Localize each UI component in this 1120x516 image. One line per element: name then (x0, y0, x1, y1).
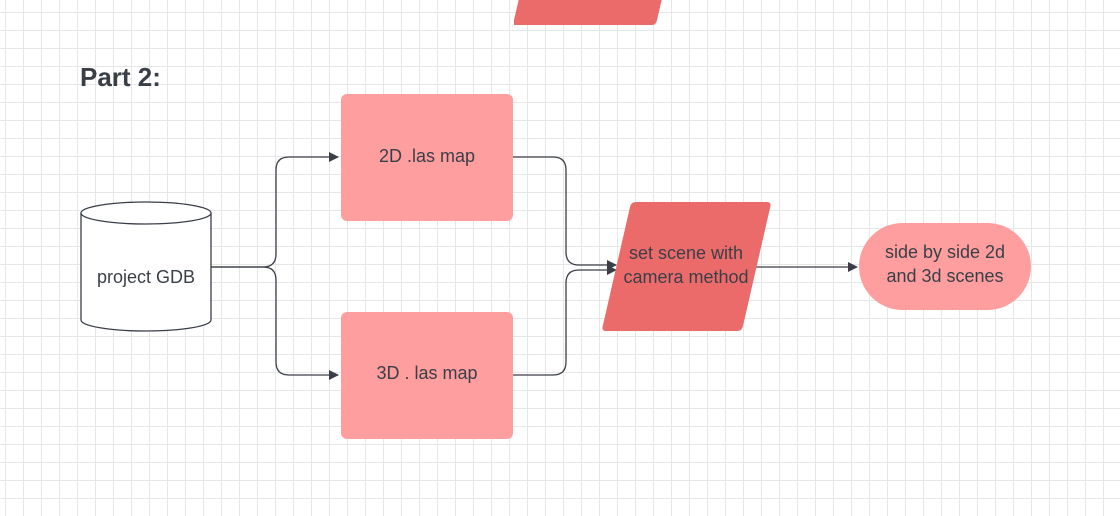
output-label: side by side 2d and 3d scenes (859, 239, 1031, 289)
map-3d-node[interactable] (341, 312, 513, 439)
output-node[interactable] (859, 223, 1031, 310)
map-2d-node[interactable] (341, 94, 513, 221)
database-cylinder-top (80, 201, 212, 225)
connector-gdb-to-3d-map (211, 266, 339, 380)
map-2d-label-text: 2D .las map (378, 146, 476, 166)
connector-3d-map-to-set-scene (513, 265, 617, 376)
map-2d-label: 2D .las map (341, 134, 513, 178)
set-scene-label-line2: camera method (623, 267, 749, 287)
offscreen-process-node[interactable] (514, 0, 664, 25)
connector-gdb-to-2d-map (211, 152, 339, 268)
database-cylinder-body (80, 213, 212, 332)
set-scene-label: set scene with camera method (606, 240, 766, 290)
set-scene-label-line1: set scene with (628, 243, 744, 263)
map-3d-label: 3D . las map (341, 351, 513, 395)
output-label-line2: and 3d scenes (886, 266, 1004, 286)
map-3d-label-text: 3D . las map (376, 363, 478, 383)
output-label-line1: side by side 2d (884, 242, 1006, 262)
set-scene-node[interactable] (602, 202, 771, 331)
database-node[interactable] (80, 201, 212, 332)
database-label: project GDB (81, 255, 211, 299)
database-label-text: project GDB (96, 267, 196, 287)
section-title: Part 2: (80, 62, 161, 92)
connector-2d-map-to-set-scene (513, 156, 617, 270)
